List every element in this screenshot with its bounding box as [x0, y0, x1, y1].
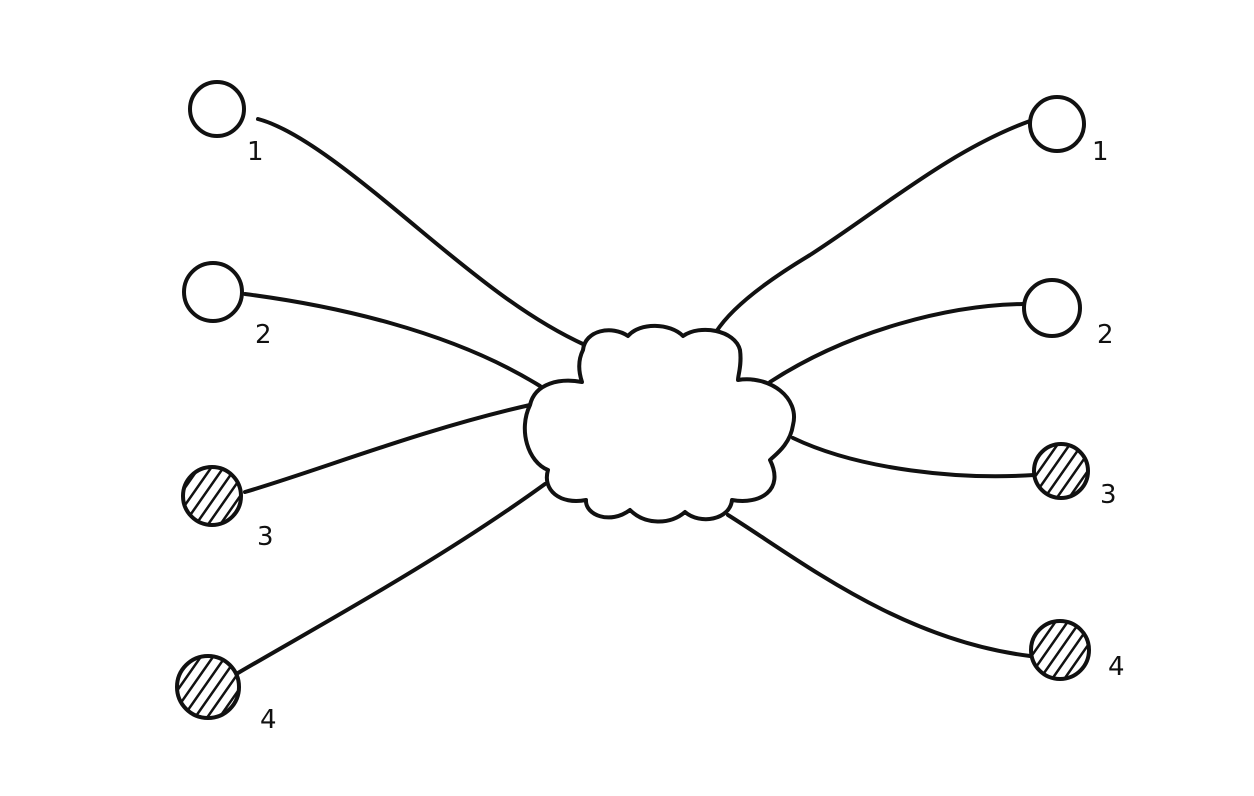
right-node-2-label: 2 [1097, 320, 1114, 350]
right-node-3-label: 3 [1100, 480, 1117, 510]
right-node-1 [1028, 95, 1086, 153]
edge-right-1 [714, 119, 1032, 334]
left-node-2 [182, 261, 244, 323]
left-node-1 [188, 80, 246, 138]
edge-right-3 [791, 436, 1036, 479]
edge-right-2 [768, 302, 1025, 384]
edge-left-1 [256, 117, 587, 347]
left-node-4 [175, 654, 241, 720]
left-node-2-label: 2 [255, 320, 272, 350]
edge-left-4 [236, 482, 547, 675]
right-node-1-label: 1 [1092, 137, 1109, 167]
left-node-3-label: 3 [257, 522, 274, 552]
edge-left-3 [243, 403, 532, 494]
right-node-4-label: 4 [1108, 652, 1125, 682]
left-node-1-label: 1 [247, 137, 264, 167]
cloud-network-icon [522, 323, 797, 524]
left-node-3 [181, 465, 243, 527]
edge-left-2 [243, 292, 542, 388]
edge-right-4 [726, 513, 1032, 658]
left-node-4-label: 4 [260, 705, 277, 735]
right-node-2 [1022, 278, 1082, 338]
right-node-4 [1029, 619, 1091, 681]
right-node-3 [1032, 442, 1090, 500]
